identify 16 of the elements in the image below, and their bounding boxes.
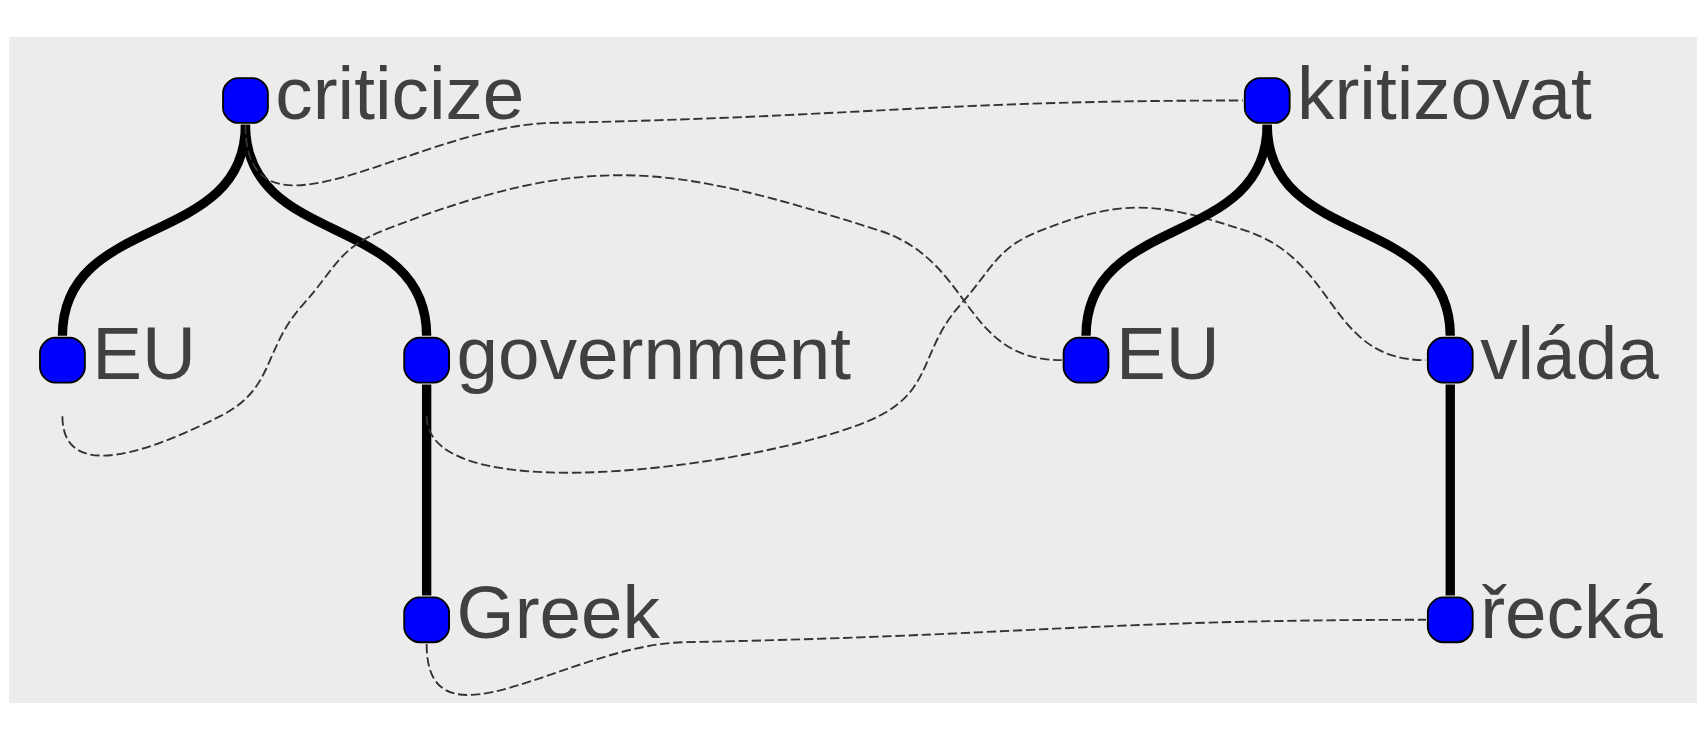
node-label: řecká [1480,570,1663,655]
node-label: criticize [275,51,525,136]
connector [1445,384,1455,596]
connector [425,618,1427,696]
node-label: EU [92,310,197,395]
node-label: Greek [456,570,660,655]
connector [1262,124,1455,337]
connector [240,124,432,337]
connector [61,174,1063,457]
node-label: EU [1115,310,1220,395]
connector [421,384,432,596]
node-label: vláda [1480,310,1659,395]
connector [244,99,1244,187]
node-label: kritizovat [1297,51,1592,136]
node-label: government [456,310,852,395]
connector [425,206,1427,474]
